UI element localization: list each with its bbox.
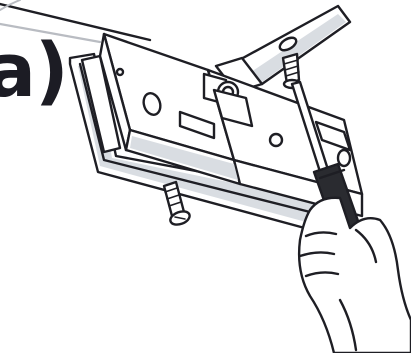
cable-icon xyxy=(0,0,150,42)
